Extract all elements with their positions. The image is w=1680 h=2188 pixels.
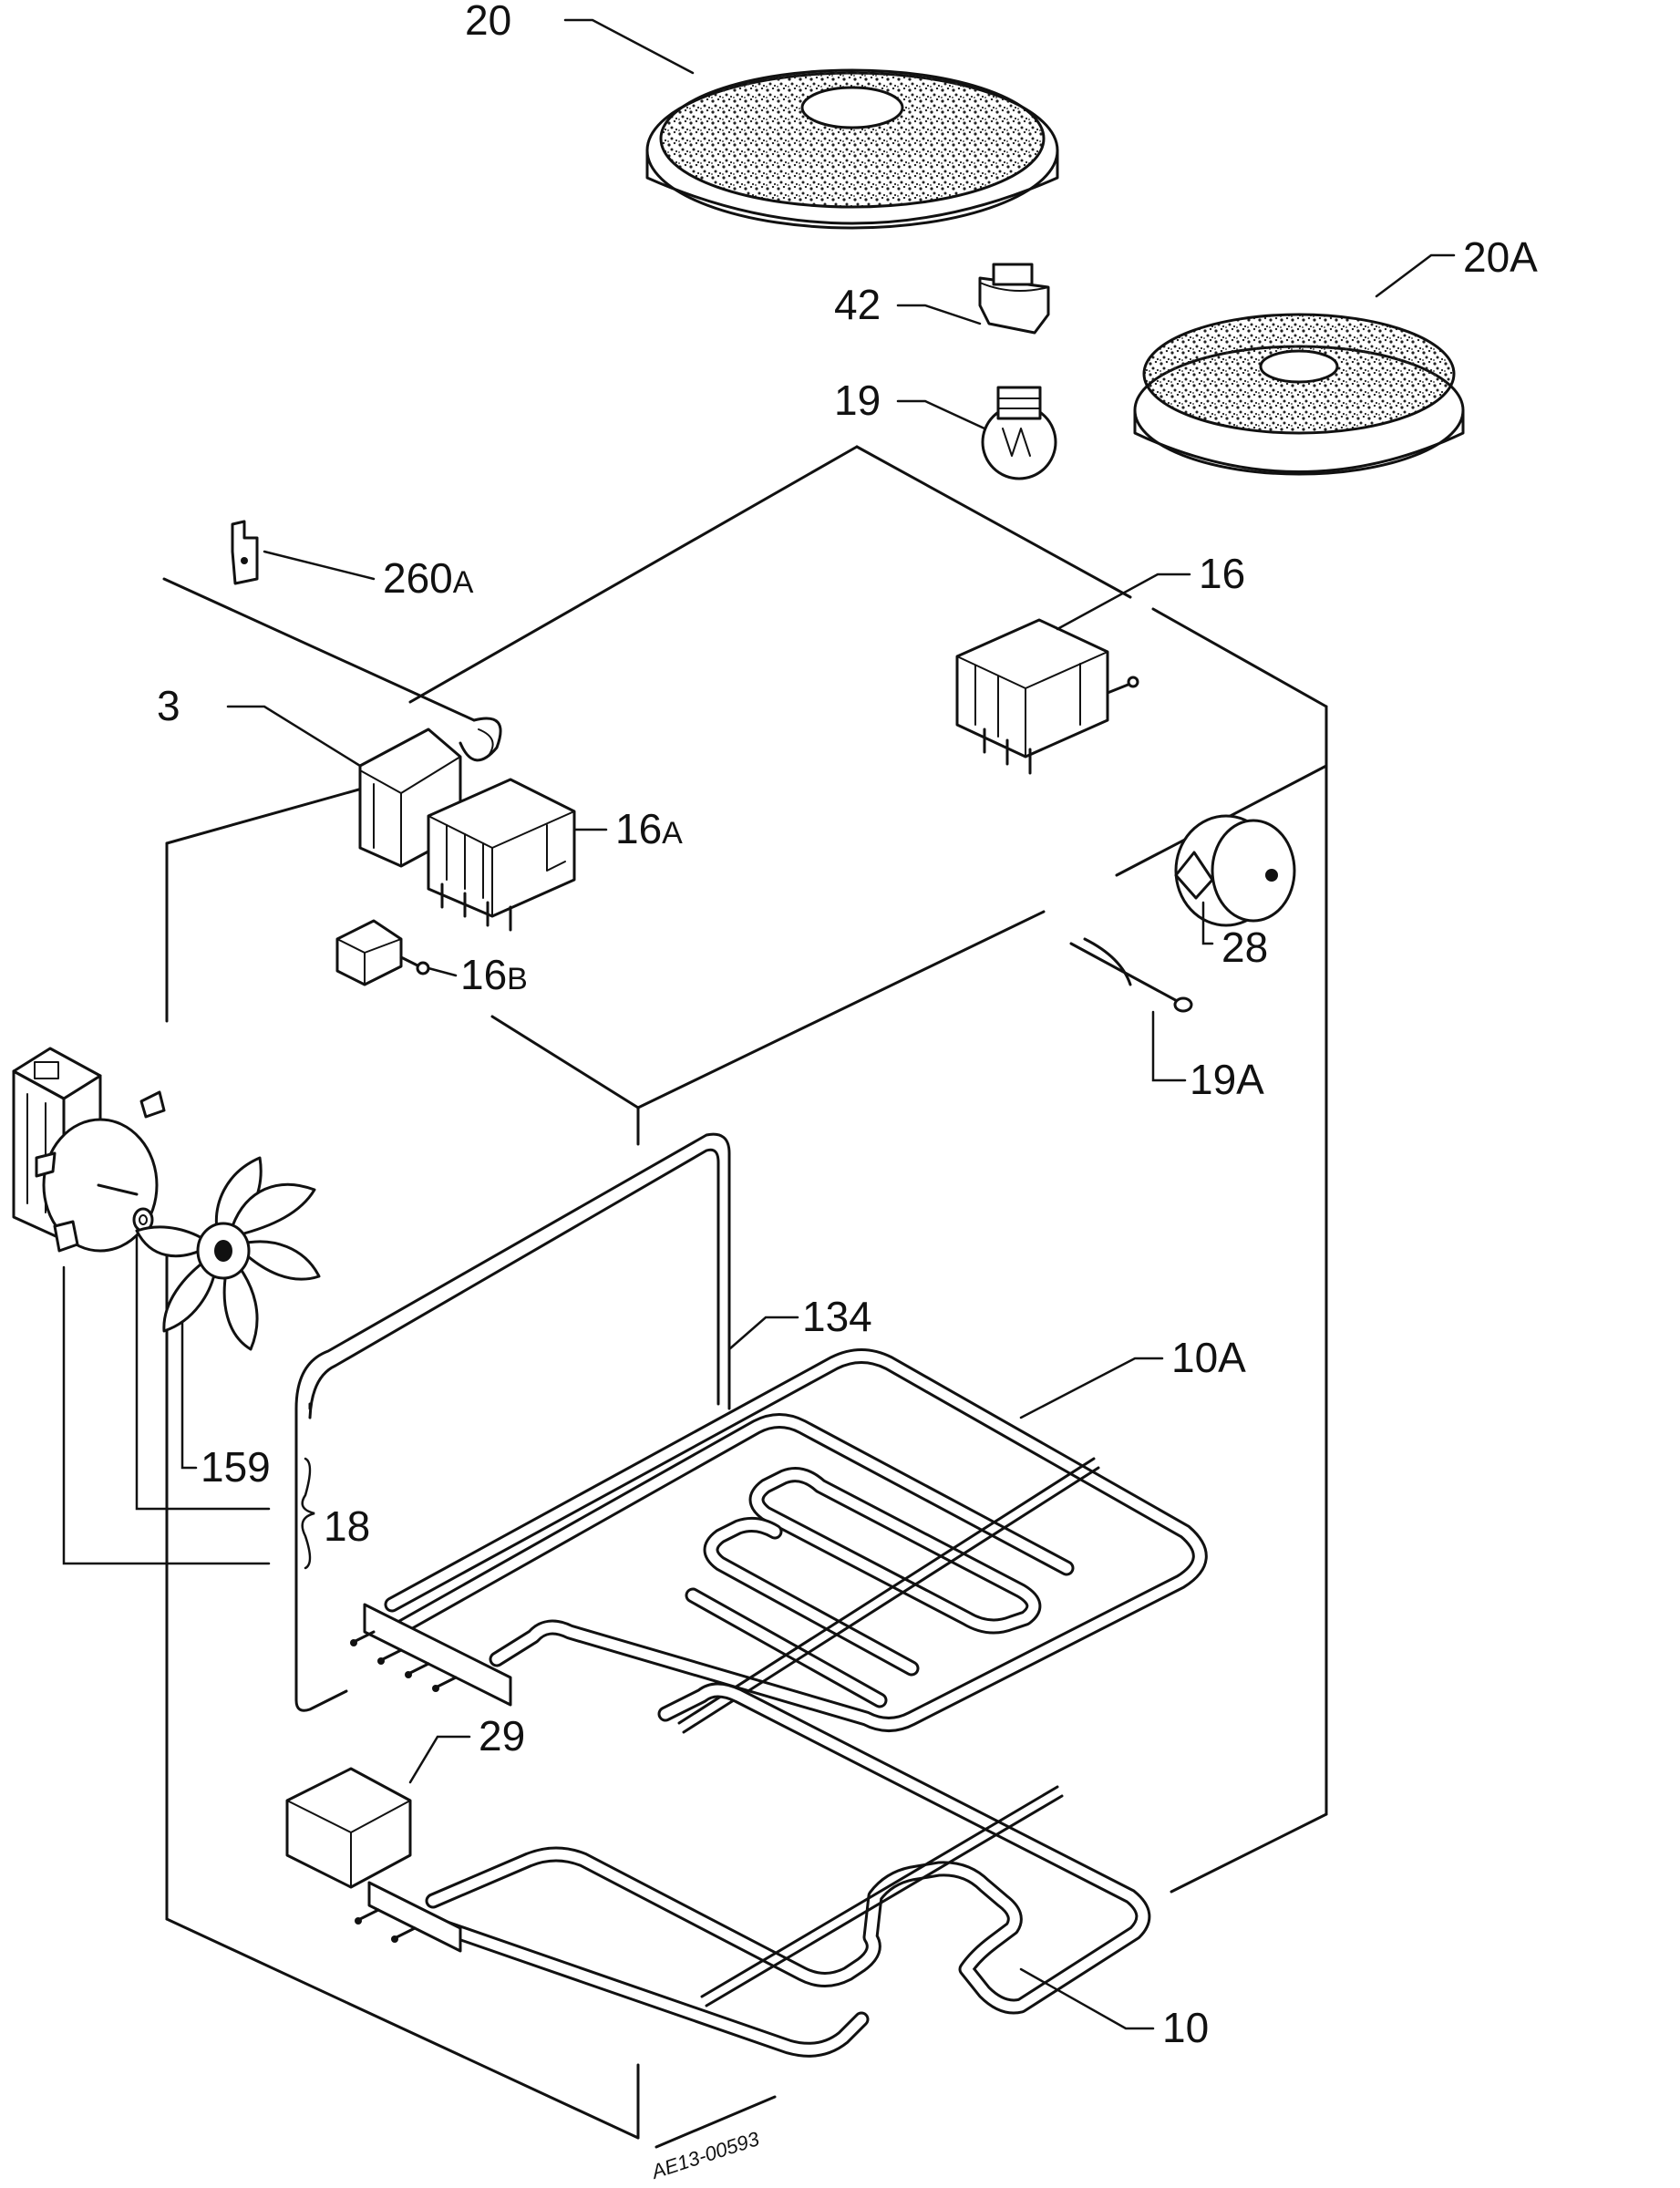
oven-cabinet-outline	[165, 445, 1328, 2149]
temperature-sensor	[1069, 937, 1193, 1013]
label-10: 10	[1162, 2004, 1209, 2051]
label-134: 134	[802, 1293, 872, 1340]
fan-cover-panel	[294, 1132, 731, 1712]
label-16B: 16B	[460, 951, 528, 998]
label-16A: 16A	[615, 805, 683, 852]
hotplate-small	[1133, 313, 1465, 476]
part-labels: 20 20A 42 19 260A 16 3 16A 16B 28 19A 13…	[157, 0, 1538, 2183]
bottom-heating-element	[355, 1682, 1151, 2058]
leader-lines	[62, 18, 1456, 2030]
top-grill-element	[350, 1348, 1208, 1734]
label-28: 28	[1221, 924, 1268, 971]
fan-blade	[135, 1156, 321, 1351]
label-19A: 19A	[1190, 1056, 1264, 1103]
label-159: 159	[201, 1443, 271, 1491]
thermostat-clip	[231, 520, 259, 585]
drawing-code: AE13-00593	[647, 2127, 763, 2183]
hotplate-large	[645, 68, 1059, 230]
label-16: 16	[1199, 550, 1245, 597]
label-29: 29	[479, 1712, 525, 1760]
fan-motor	[12, 1047, 166, 1253]
label-19: 19	[834, 377, 881, 424]
selector-switch-16	[955, 618, 1139, 775]
push-switch-16B	[335, 919, 430, 986]
label-42: 42	[834, 281, 881, 328]
label-20A: 20A	[1463, 233, 1538, 281]
lamp-bulb	[981, 386, 1057, 480]
label-18: 18	[324, 1502, 370, 1550]
label-10A: 10A	[1171, 1334, 1246, 1381]
label-20: 20	[465, 0, 511, 44]
energy-regulator	[1174, 814, 1296, 927]
selector-switch-16A	[427, 778, 576, 932]
label-260A: 260A	[383, 554, 474, 602]
lamp-holder	[978, 263, 1050, 335]
terminal-block	[285, 1767, 412, 1889]
label-3: 3	[157, 682, 180, 729]
